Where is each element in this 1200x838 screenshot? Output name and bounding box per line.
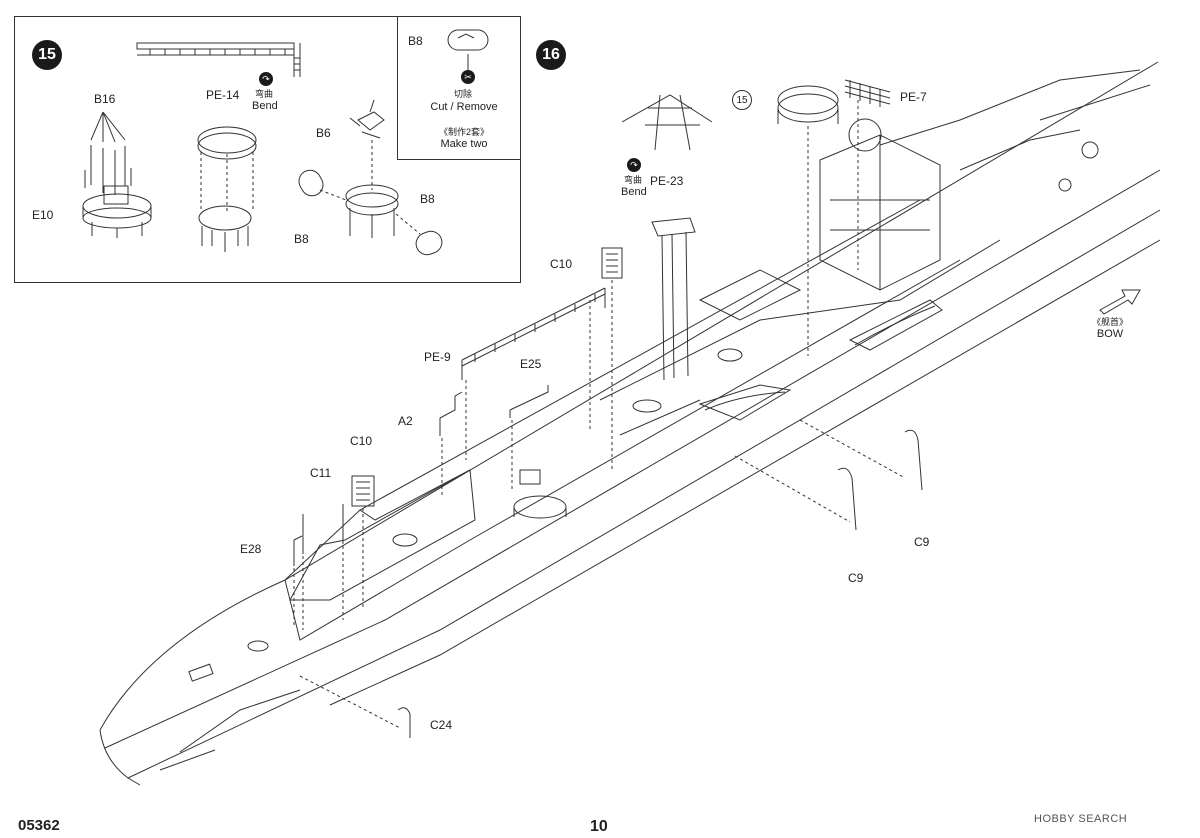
label-c10-upper: C10 xyxy=(550,257,573,271)
step-15-reference: 15 xyxy=(732,90,752,110)
bend-icon: ↷ xyxy=(259,72,273,86)
step-15-badge: 15 xyxy=(32,40,62,70)
label-pe23: PE-23 xyxy=(650,174,684,188)
pole-part xyxy=(651,217,696,381)
a2-part xyxy=(439,391,463,498)
label-c9-upper: C9 xyxy=(914,535,930,549)
label-b8-right: B8 xyxy=(420,192,435,206)
cut-icon: ✂ xyxy=(461,70,475,84)
inset-cut-remove-panel xyxy=(397,16,521,160)
bow-arrow xyxy=(1099,289,1141,315)
mid-deck xyxy=(599,239,1001,436)
e10-part xyxy=(82,111,152,238)
cut-en: Cut / Remove xyxy=(430,101,498,113)
pe9-rail xyxy=(461,287,606,460)
label-e25: E25 xyxy=(520,357,542,371)
product-code: 05362 xyxy=(18,817,60,834)
label-pe7: PE-7 xyxy=(900,90,927,104)
c9-upper-part xyxy=(799,419,923,491)
c10-lower-part xyxy=(351,475,375,608)
e28-part xyxy=(293,535,303,628)
label-c24: C24 xyxy=(430,718,453,732)
forward-deck xyxy=(188,469,567,682)
make-two-en: Make two xyxy=(440,138,488,150)
director-ref15 xyxy=(777,85,839,356)
label-c9-lower: C9 xyxy=(848,571,864,585)
label-b16: B16 xyxy=(94,92,116,106)
page-number: 10 xyxy=(590,818,608,835)
bend-cn-1: 弯曲 xyxy=(255,89,274,99)
bow-cn: 《舰首》 xyxy=(1091,317,1128,327)
label-pe9: PE-9 xyxy=(424,350,451,364)
superstructure xyxy=(819,69,1151,291)
bend-cn-2: 弯曲 xyxy=(624,175,643,185)
label-c10-lower: C10 xyxy=(350,434,373,448)
bow-en: BOW xyxy=(1096,328,1124,340)
c9-lower-part xyxy=(734,455,857,531)
label-b8-left: B8 xyxy=(294,232,309,246)
bend-en-2: Bend xyxy=(621,186,647,198)
label-b8-inset: B8 xyxy=(408,34,423,48)
cut-cn: 切除 xyxy=(454,89,473,99)
e25-part xyxy=(509,385,549,490)
label-b6: B6 xyxy=(316,126,331,140)
bend-icon-2: ↷ xyxy=(627,158,641,172)
label-c11: C11 xyxy=(310,466,332,480)
watermark: HOBBY SEARCH xyxy=(1034,813,1128,825)
c11-pins xyxy=(302,504,344,630)
ring-platform-assembly xyxy=(197,126,257,252)
c10-upper-part xyxy=(601,247,623,470)
bend-en-1: Bend xyxy=(252,100,278,112)
pe14-rail-strip xyxy=(136,42,301,77)
label-e10: E10 xyxy=(32,208,54,222)
c24-part xyxy=(299,675,411,738)
pe7-rail xyxy=(844,79,891,270)
label-e28: E28 xyxy=(240,542,262,556)
make-two-cn: 《制作2套》 xyxy=(438,127,489,137)
label-a2: A2 xyxy=(398,414,413,428)
step-16-badge: 16 xyxy=(536,40,566,70)
b6-gun-platform xyxy=(298,99,443,256)
inset-b8-part xyxy=(447,29,489,70)
label-pe14: PE-14 xyxy=(206,88,240,102)
pe23-mast xyxy=(621,94,713,151)
